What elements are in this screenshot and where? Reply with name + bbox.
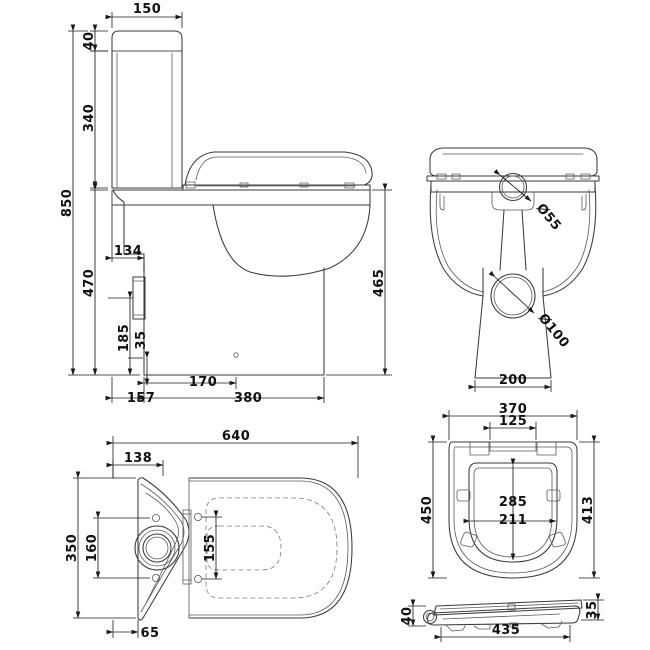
plan-cistern-lid-shape [134, 477, 190, 621]
dim-cistern-body-height: 340 [82, 104, 97, 132]
dim-rear-offset: 65 [141, 626, 160, 641]
dim-overall-height: 850 [60, 189, 75, 217]
front-elevation-dimensions: Ø55 Ø100 200 [468, 169, 572, 392]
dim-seat-front-thickness: 40 [400, 607, 415, 626]
dim-seat-fixing-centres: 155 [203, 534, 218, 562]
dim-pan-foot-width: 200 [499, 373, 527, 388]
dim-seat-profile-length: 435 [492, 623, 520, 638]
view-side-elevation: 150 40 340 850 470 465 [60, 2, 392, 406]
dim-pan-base-depth: 380 [234, 391, 262, 406]
pan-geometry [112, 189, 371, 376]
seat-lid-geometry [182, 151, 373, 191]
dim-foot-offset: 170 [189, 375, 217, 390]
view-front-elevation: Ø55 Ø100 200 [426, 147, 600, 392]
seat-profile-dimensions: 40 35 435 [400, 593, 604, 642]
plan-view-dimensions: 640 138 350 160 155 65 [65, 429, 359, 641]
dim-aperture-width: 211 [499, 513, 527, 528]
front-pan-body [429, 172, 597, 379]
dim-overall-length: 640 [222, 429, 250, 444]
view-seat-profile: 40 35 435 [400, 593, 604, 642]
dim-pan-seat-height: 470 [82, 269, 97, 297]
dim-waste-offset: 134 [114, 244, 142, 259]
plan-pan-body [182, 477, 353, 619]
dim-seat-inner-length: 413 [581, 496, 596, 524]
dim-waste-lower-height: 35 [134, 331, 149, 350]
dim-waste-centre-height: 185 [117, 324, 132, 352]
seat-plan-dimensions: 370 125 450 413 285 211 [420, 402, 600, 579]
dim-waste-hole-diameter: Ø100 [535, 311, 572, 351]
dim-seat-hinge-centres: 125 [499, 414, 527, 429]
dim-cistern-width: 150 [133, 2, 161, 17]
view-plan: 640 138 350 160 155 65 [65, 429, 359, 641]
dim-seat-length: 450 [420, 496, 435, 524]
dim-cistern-base-depth: 157 [127, 391, 155, 406]
dim-cistern-lid-height: 40 [82, 32, 97, 51]
dim-pan-height-right: 465 [372, 269, 387, 297]
dim-seat-width: 370 [499, 402, 527, 417]
seat-profile-geometry [422, 599, 583, 632]
view-seat-plan: 370 125 450 413 285 211 [420, 402, 600, 579]
seat-plan-geometry [448, 441, 578, 579]
dim-flush-hole-diameter: Ø55 [533, 201, 564, 234]
dim-cistern-depth-plan: 138 [124, 451, 152, 466]
dim-aperture-length: 285 [499, 495, 527, 510]
cistern-geometry [111, 30, 183, 189]
dim-flush-plate-width: 160 [85, 534, 100, 562]
dim-seat-rear-thickness: 35 [585, 601, 600, 620]
front-seat-lid [426, 147, 600, 182]
dim-overall-width: 350 [65, 534, 80, 562]
side-elevation-dimensions: 150 40 340 850 470 465 [60, 2, 392, 406]
